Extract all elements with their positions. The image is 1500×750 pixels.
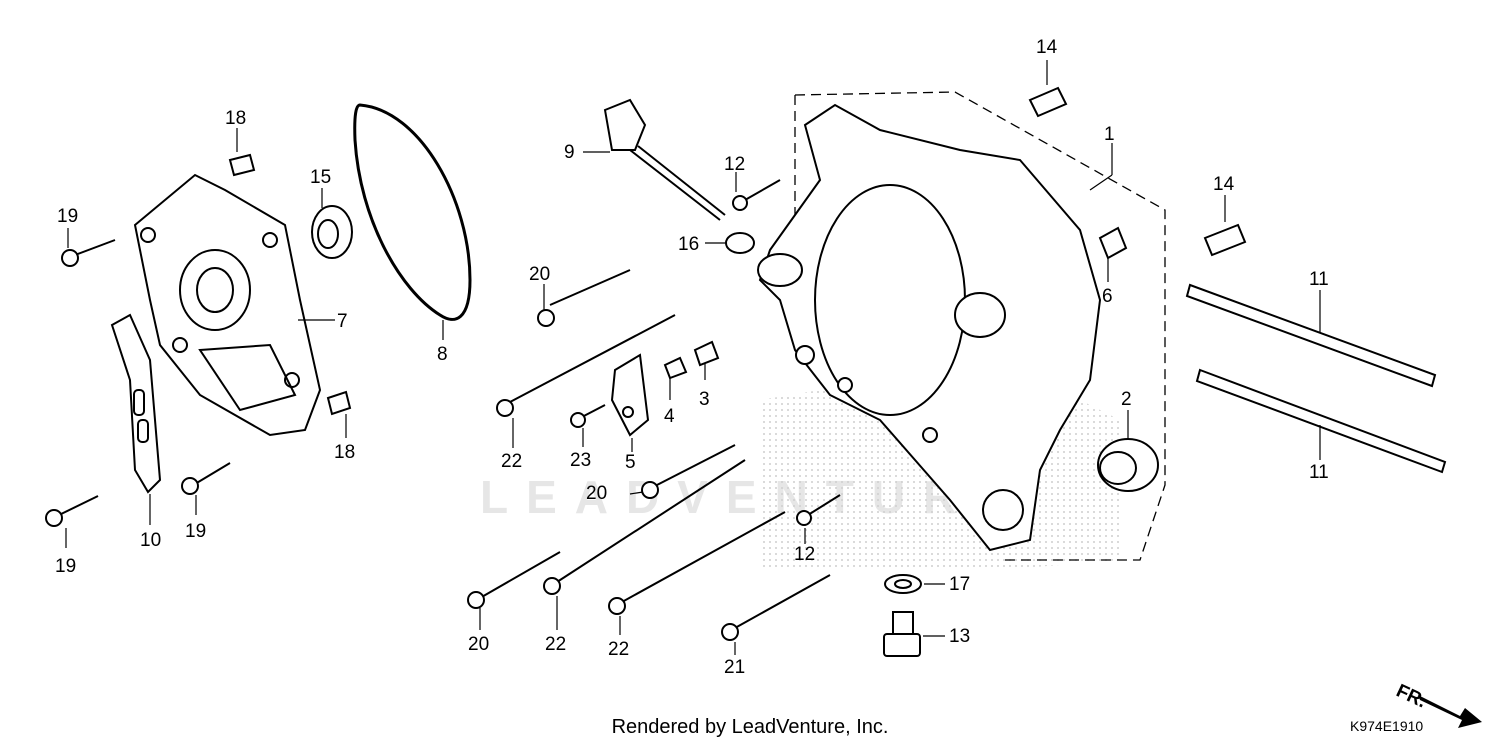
part-dowel-pins[interactable] (228, 86, 1247, 416)
callout-4: 4 (664, 406, 675, 427)
callout-20c: 20 (468, 634, 489, 655)
render-credit: Rendered by LeadVenture, Inc. (611, 716, 889, 738)
callout-19a: 19 (57, 206, 78, 227)
callout-10: 10 (140, 530, 161, 551)
callout-16: 16 (678, 234, 699, 255)
part-long-bolts[interactable] (467, 269, 831, 641)
arrow-label: FR. (1393, 680, 1430, 712)
callout-11a: 11 (1309, 269, 1329, 290)
callout-8: 8 (437, 344, 448, 365)
leader-lines (65, 60, 1321, 655)
callout-15: 15 (310, 167, 331, 188)
callout-7: 7 (337, 311, 348, 332)
part-bracket[interactable] (110, 313, 162, 494)
callout-22c: 22 (608, 639, 629, 660)
callout-14a: 14 (1036, 37, 1058, 58)
callout-18a: 18 (225, 108, 246, 129)
callout-13: 13 (949, 626, 970, 647)
part-studs[interactable] (1185, 283, 1447, 474)
callout-1: 1 (1104, 124, 1115, 145)
callout-11b: 11 (1309, 462, 1329, 483)
callout-14b: 14 (1213, 174, 1235, 195)
part-gasket-ring[interactable] (353, 103, 472, 321)
callout-17: 17 (949, 574, 970, 595)
callout-5: 5 (625, 452, 636, 473)
part-gearbox-cover[interactable] (133, 173, 322, 437)
part-dipstick[interactable] (603, 98, 726, 221)
callout-20a: 20 (529, 264, 550, 285)
part-oil-seal[interactable] (311, 205, 353, 259)
callout-12b: 12 (794, 544, 815, 565)
callout-19c: 19 (185, 521, 206, 542)
callout-18b: 18 (334, 442, 355, 463)
drawing-code: K974E1910 (1350, 718, 1424, 734)
part-o-ring[interactable] (725, 232, 755, 254)
callout-23: 23 (570, 450, 591, 471)
part-short-bolts[interactable] (45, 179, 841, 527)
callout-19b: 19 (55, 556, 76, 577)
callout-3: 3 (699, 389, 710, 410)
callout-12a: 12 (724, 154, 745, 175)
part-stopper-plate[interactable] (610, 340, 720, 437)
callout-20b: 20 (586, 483, 607, 504)
callout-6: 6 (1102, 286, 1113, 307)
callout-labels: 1 2 3 4 5 6 7 8 9 10 11 11 12 12 13 14 1… (55, 37, 1329, 678)
callout-22a: 22 (501, 451, 522, 472)
part-drain-bolt[interactable] (883, 574, 922, 657)
part-bearing[interactable] (1097, 438, 1159, 492)
callout-9: 9 (564, 142, 575, 163)
callout-21: 21 (724, 657, 745, 678)
part-crankcase[interactable] (757, 103, 1102, 552)
callout-2: 2 (1121, 389, 1132, 410)
callout-22b: 22 (545, 634, 566, 655)
